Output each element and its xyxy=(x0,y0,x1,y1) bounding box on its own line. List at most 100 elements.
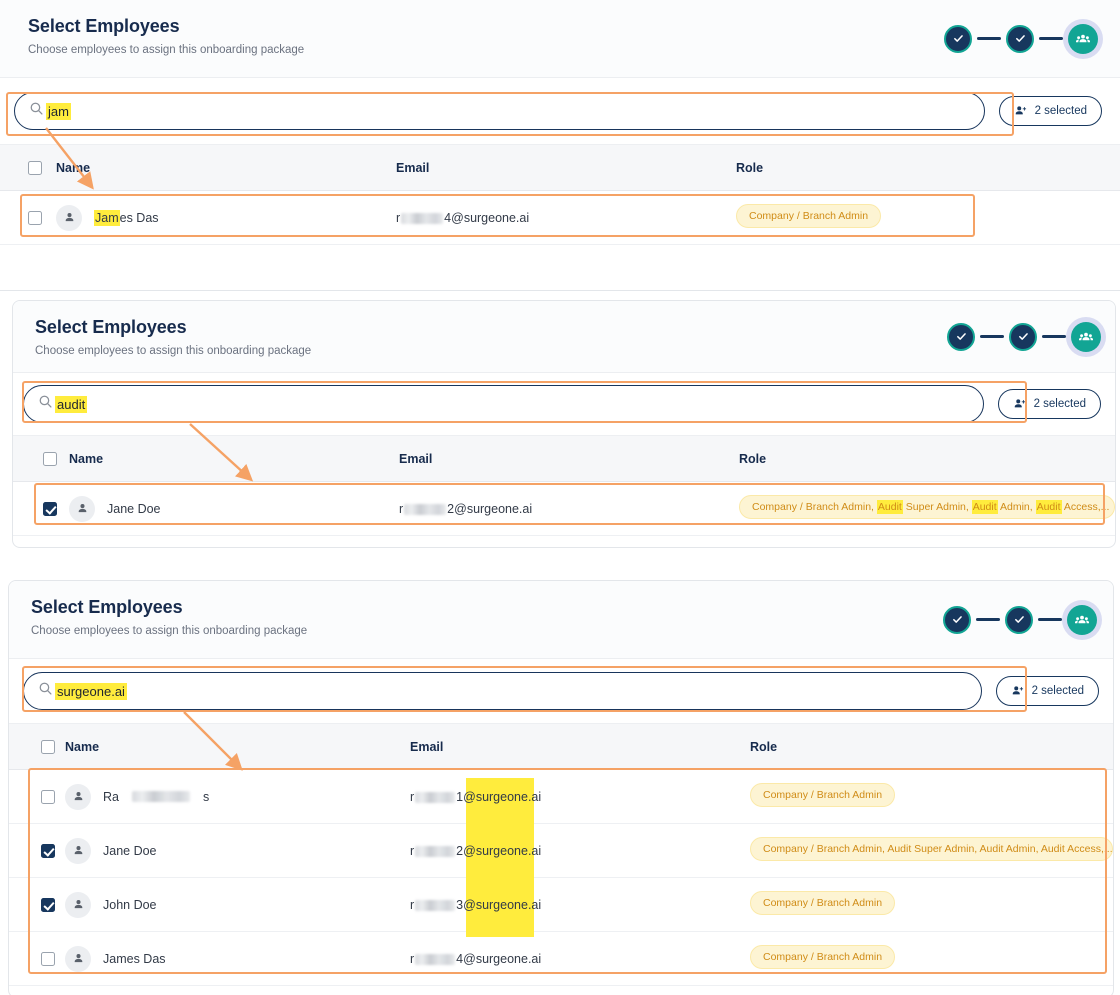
search-input[interactable]: jam xyxy=(14,92,985,130)
email-prefix: r xyxy=(410,843,415,858)
group-icon xyxy=(1075,615,1089,623)
select-all-checkbox[interactable] xyxy=(43,451,57,466)
email-number: 2 xyxy=(456,843,464,858)
avatar xyxy=(65,945,91,972)
row-role-cell: Company / Branch Admin xyxy=(750,877,1113,932)
row-checkbox-cell xyxy=(9,931,65,986)
email-redaction xyxy=(415,845,456,857)
search-input[interactable]: audit xyxy=(23,385,984,423)
row-role-cell: Company / Branch Admin, Audit Super Admi… xyxy=(750,823,1113,878)
column-header-role[interactable]: Role xyxy=(739,435,1115,482)
select-all-checkbox[interactable] xyxy=(41,739,55,754)
column-header-role[interactable]: Role xyxy=(750,723,1113,770)
row-name-cell: John Doe xyxy=(65,877,410,932)
row-name-cell: James Das xyxy=(65,931,410,986)
name-suffix: s xyxy=(202,789,210,804)
user-plus-icon xyxy=(1015,106,1026,115)
selected-count-button[interactable]: 2 selected xyxy=(998,96,1102,126)
row-name-cell: Jane Doe xyxy=(65,823,410,878)
name-match-highlight: Jam xyxy=(94,209,120,226)
search-value: audit xyxy=(55,395,88,413)
step-1-complete[interactable] xyxy=(943,605,971,634)
row-checkbox[interactable] xyxy=(43,501,57,516)
email-number: 1 xyxy=(456,789,464,804)
table-header-row: Name Email Role xyxy=(13,435,1115,482)
row-checkbox[interactable] xyxy=(41,789,55,804)
email-prefix: r xyxy=(399,501,404,516)
search-value: surgeone.ai xyxy=(55,682,127,700)
avatar xyxy=(65,783,91,810)
role-badge: Company / Branch Admin, Audit Super Admi… xyxy=(750,837,1113,861)
column-header-email[interactable]: Email xyxy=(396,144,736,191)
role-badge: Company / Branch Admin xyxy=(736,204,882,228)
role-match-highlight: Audit xyxy=(876,500,903,514)
step-2-complete[interactable] xyxy=(1005,605,1033,634)
column-header-email[interactable]: Email xyxy=(410,723,750,770)
step-1-complete[interactable] xyxy=(944,24,972,53)
step-connector xyxy=(980,335,1004,338)
email-number: 4 xyxy=(456,951,464,966)
step-2-complete[interactable] xyxy=(1009,322,1037,351)
column-header-email[interactable]: Email xyxy=(399,435,739,482)
role-match-highlight: Audit xyxy=(971,500,998,514)
name-prefix: Ra xyxy=(103,789,119,804)
email-suffix: 4@surgeone.ai xyxy=(444,210,530,225)
table-header-row: Name Email Role xyxy=(9,723,1113,770)
row-name-text: Jane Doe xyxy=(103,843,157,858)
employee-table: Name Email Role James Das xyxy=(0,144,1120,245)
selected-count-button[interactable]: 2 selected xyxy=(997,389,1101,419)
stepper xyxy=(944,23,1098,54)
email-number: 3 xyxy=(456,897,464,912)
step-3-current[interactable] xyxy=(1067,604,1097,635)
panel-header: Select Employees Choose employees to ass… xyxy=(9,581,1113,659)
step-connector xyxy=(1038,618,1062,621)
column-header-name[interactable]: Name xyxy=(56,144,396,191)
user-plus-icon xyxy=(1014,399,1025,408)
row-role-cell: Company / Branch Admin xyxy=(736,190,1120,245)
column-header-name[interactable]: Name xyxy=(69,435,399,482)
role-text: Company / Branch Admin, xyxy=(752,501,877,513)
column-header-name[interactable]: Name xyxy=(65,723,410,770)
role-badge: Company / Branch Admin xyxy=(750,945,896,969)
row-checkbox[interactable] xyxy=(41,897,55,912)
select-all-header xyxy=(9,723,65,770)
step-connector xyxy=(1039,37,1063,40)
page-subtitle: Choose employees to assign this onboardi… xyxy=(35,344,312,357)
check-icon xyxy=(1018,333,1028,340)
step-3-current[interactable] xyxy=(1068,23,1098,54)
panel-header: Select Employees Choose employees to ass… xyxy=(13,301,1115,373)
select-all-checkbox[interactable] xyxy=(28,160,42,175)
select-all-header xyxy=(13,435,69,482)
page-title: Select Employees xyxy=(35,317,187,337)
column-header-role[interactable]: Role xyxy=(736,144,1120,191)
role-badge: Company / Branch Admin, Audit Super Admi… xyxy=(739,495,1115,519)
step-3-current[interactable] xyxy=(1071,321,1101,352)
avatar xyxy=(65,837,91,864)
row-checkbox[interactable] xyxy=(41,951,55,966)
group-icon xyxy=(1076,34,1090,42)
row-checkbox[interactable] xyxy=(41,843,55,858)
step-1-complete[interactable] xyxy=(947,322,975,351)
search-input[interactable]: surgeone.ai xyxy=(23,672,982,710)
role-text: Admin, xyxy=(997,501,1036,513)
step-2-complete[interactable] xyxy=(1006,24,1034,53)
email-redaction xyxy=(401,212,444,224)
email-redaction xyxy=(415,899,456,911)
email-suffix: 2@surgeone.ai xyxy=(447,501,533,516)
selected-count-button[interactable]: 2 selected xyxy=(995,676,1099,706)
row-checkbox[interactable] xyxy=(28,210,42,225)
email-domain: @surgeone.ai xyxy=(463,789,542,804)
stepper xyxy=(947,321,1101,352)
page-subtitle: Choose employees to assign this onboardi… xyxy=(31,624,308,637)
